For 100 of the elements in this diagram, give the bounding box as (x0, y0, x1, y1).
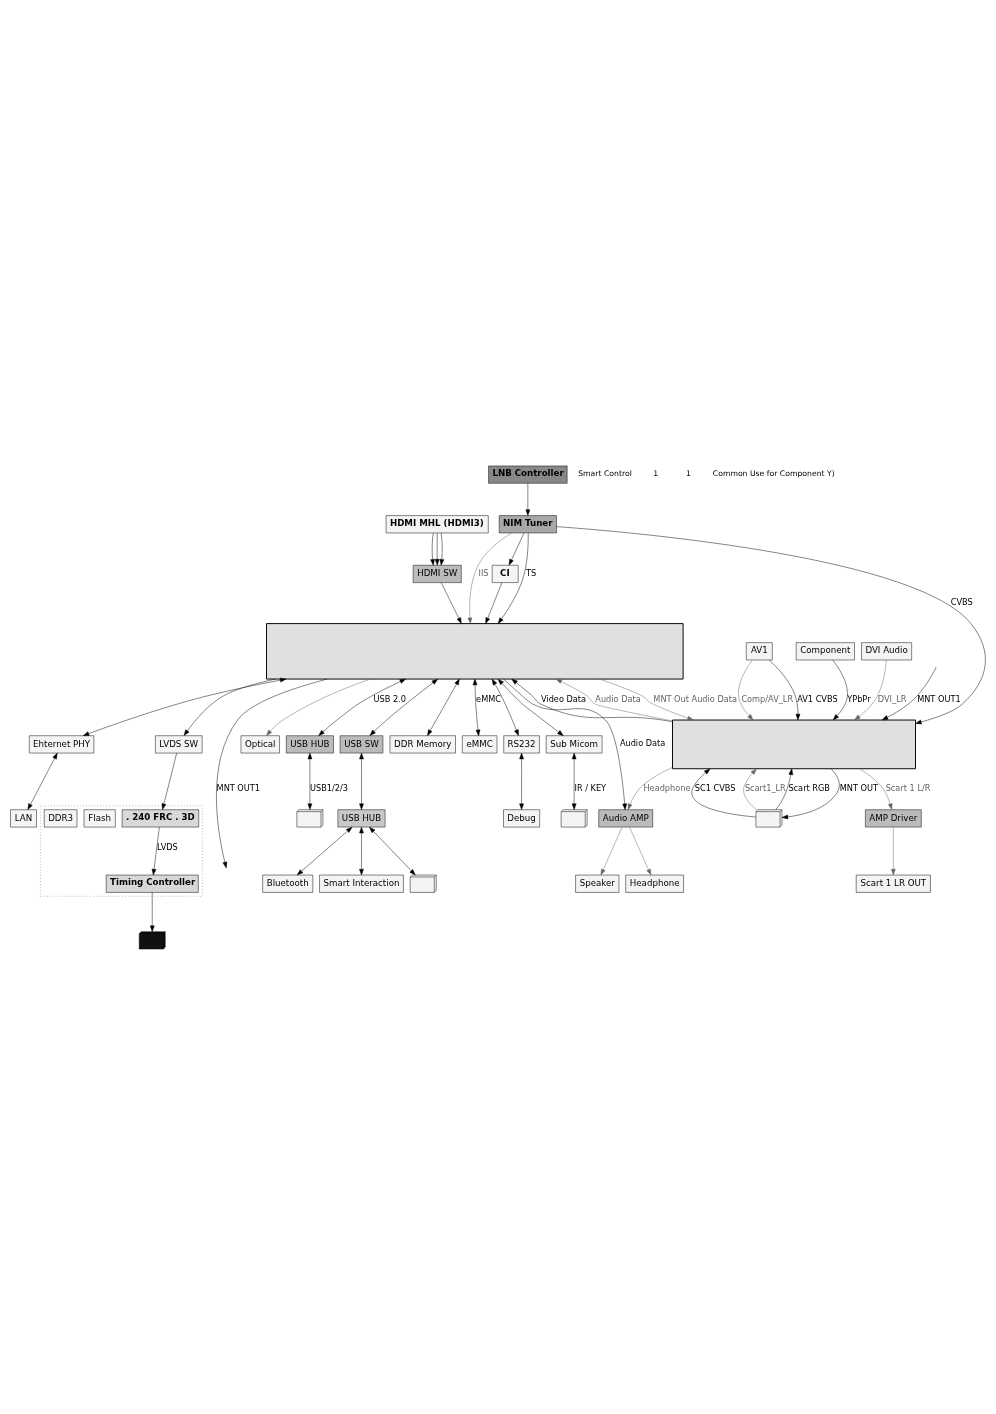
edge-label: IR / KEY (574, 782, 607, 793)
edge-label: Comp/AV_LR (741, 693, 794, 704)
arrow (891, 826, 896, 875)
arrow (485, 582, 503, 624)
arrow (599, 678, 694, 720)
edge-label: SC1 CVBS (694, 782, 736, 793)
arrow (768, 659, 801, 720)
node-box: LAN (10, 809, 37, 827)
arrow (497, 678, 564, 736)
node-box: Debug (503, 809, 540, 827)
arrow (511, 678, 673, 722)
arrow (266, 678, 371, 736)
arrow (467, 532, 512, 624)
arrow (27, 752, 58, 810)
node-box: Timing Controller (105, 874, 199, 893)
arrow (525, 482, 531, 516)
edge-label: IIS (478, 567, 489, 578)
edge-label: Scart RGB (788, 782, 830, 793)
arrow (629, 826, 652, 875)
arrow (519, 752, 524, 810)
node-box: RS232 (503, 734, 540, 753)
arrow (441, 582, 462, 624)
arrow (82, 677, 287, 736)
arrow (571, 752, 577, 810)
edge-label: LVDS (157, 841, 178, 852)
arrow (296, 826, 353, 875)
node-box: DVI Audio (861, 641, 912, 660)
node-box: Flash (83, 809, 116, 827)
node-box: USB HUB (286, 734, 334, 753)
arrow (359, 826, 364, 875)
node-box: Scart 1 LR OUT (855, 874, 931, 893)
arrow (183, 678, 276, 736)
arrow (434, 532, 440, 565)
arrow (854, 659, 887, 720)
arrow (472, 678, 481, 736)
node-box: USB HUB (337, 809, 386, 827)
arrow (359, 752, 364, 810)
edge-label: Audio Data (619, 737, 666, 748)
node-box: Smart Interaction (319, 874, 404, 893)
edge-label: Scart1_LR (744, 782, 786, 793)
node-box: Audio AMP (598, 809, 653, 827)
arrow (743, 768, 757, 810)
arrow (491, 678, 519, 736)
edge-label: USB 2.0 (373, 693, 406, 704)
node-box: . 240 FRC . 3D (121, 809, 199, 827)
node-box: AV1 (746, 641, 773, 660)
arrow (627, 766, 673, 810)
node-box: LVDS SW (155, 734, 203, 753)
node-box: Component (795, 641, 855, 660)
node-box (672, 719, 916, 769)
edge-label: MNT OUT1 (917, 693, 961, 704)
edge-label: MNT Out Audio Data (653, 693, 737, 704)
arrow (508, 532, 525, 565)
edge-label: Audio Data (595, 693, 641, 704)
arrow (832, 659, 848, 720)
node-box: CI (491, 564, 519, 583)
arrow (555, 678, 673, 721)
arrow (369, 826, 416, 875)
arrow (151, 826, 160, 875)
node-box: Bluetooth (262, 874, 314, 893)
node-box: HDMI SW (412, 564, 462, 583)
edge-label: USB1/2/3 (309, 782, 348, 793)
node-box: Optical (240, 734, 280, 753)
edge-label: Video Data (540, 693, 587, 704)
arrow (439, 532, 445, 565)
arrow (881, 666, 937, 720)
node-box: NIM Tuner (498, 514, 557, 533)
edge-label: MNT OUT (839, 782, 878, 793)
edge-label: AV1 CVBS (797, 693, 838, 704)
arrow (307, 752, 313, 810)
node-box: Ehternet PHY (29, 734, 95, 753)
arrow (600, 826, 623, 875)
edge-label: YPbPr (847, 693, 871, 704)
node-box: DDR3 (44, 809, 78, 827)
node-box: eMMC (462, 734, 498, 753)
edge-label: TS (526, 567, 537, 578)
edge-label: Headphone (643, 782, 691, 793)
arrow (427, 678, 460, 736)
edge-label: CVBS (950, 596, 973, 607)
node-box: LNB Controller (488, 465, 568, 484)
arrow (556, 525, 986, 724)
arrow (691, 768, 757, 817)
arrow (318, 678, 406, 736)
node-box: Headphone (625, 874, 684, 893)
node-box: Sub Micom (545, 734, 603, 753)
node-box: Speaker (575, 874, 620, 893)
arrow (781, 768, 840, 819)
arrow (149, 891, 155, 932)
arrow (497, 532, 529, 624)
node-box: HDMI MHL (HDMI3) (385, 514, 489, 533)
arrow (216, 678, 328, 868)
node-box: DDR Memory (389, 734, 456, 753)
arrow (161, 752, 177, 810)
arrow (430, 532, 435, 565)
edge-label: eMMC (476, 693, 501, 704)
arrow (369, 678, 438, 736)
arrow (775, 768, 794, 810)
edge-label: Scart 1 L/R (885, 782, 931, 793)
node-box: USB SW (339, 734, 384, 753)
edge-label: DVI_LR (877, 693, 907, 704)
